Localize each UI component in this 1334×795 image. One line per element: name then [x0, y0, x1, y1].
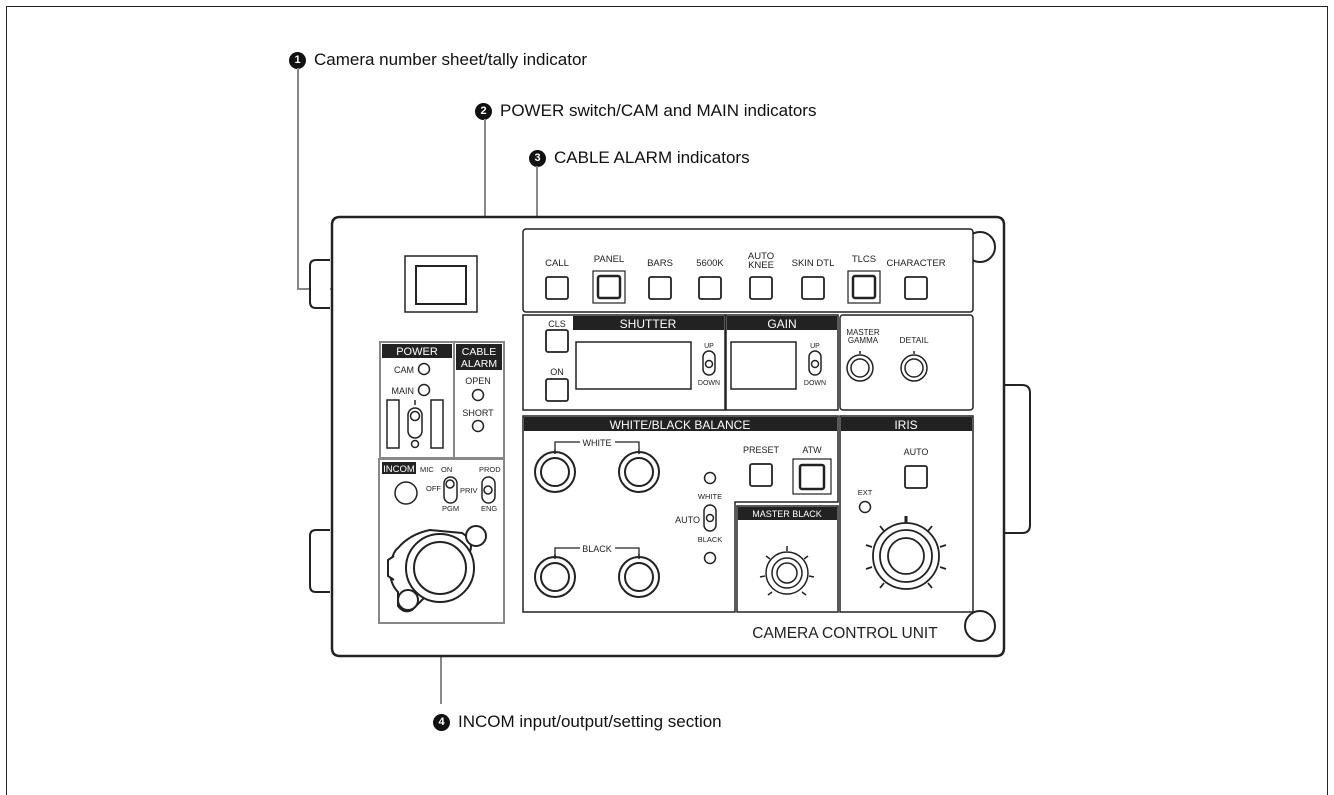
bars-label: BARS: [647, 258, 673, 269]
ccu-label: CAMERA CONTROL UNIT: [752, 625, 938, 642]
gain-display: [730, 341, 797, 390]
iris-knob[interactable]: [865, 516, 947, 590]
side-handles: [309, 259, 1031, 593]
tlcs-label: TLCS: [852, 254, 876, 265]
open-label: OPEN: [465, 376, 491, 386]
shutter-down-label: DOWN: [698, 380, 720, 387]
short-indicator: [471, 419, 485, 433]
auto-knee-label-2: KNEE: [748, 260, 774, 271]
short-label: SHORT: [462, 408, 494, 418]
power-title: POWER: [396, 346, 438, 358]
iris-auto-label: AUTO: [904, 447, 929, 457]
auto-knee-button[interactable]: [749, 276, 773, 300]
call-button[interactable]: [545, 276, 569, 300]
callout-2: 2 POWER switch/CAM and MAIN indicators: [475, 101, 816, 121]
skin-dtl-label: SKIN DTL: [792, 258, 835, 269]
figure-frame: [6, 6, 1328, 795]
open-indicator: [471, 388, 485, 402]
callout-number: 4: [433, 713, 450, 731]
cam-indicator: [417, 362, 431, 376]
callout-label: POWER switch/CAM and MAIN indicators: [500, 101, 817, 120]
cable-alarm-title-1: CABLE: [462, 346, 496, 358]
shutter-up-label: UP: [704, 343, 714, 350]
iris-title: IRIS: [894, 418, 917, 432]
power-standby-icon: [410, 439, 420, 449]
main-label: MAIN: [392, 386, 415, 396]
callout-label: INCOM input/output/setting section: [458, 712, 722, 731]
5600k-label: 5600K: [696, 258, 724, 269]
ext-label: EXT: [858, 488, 873, 497]
on-button-label: ON: [550, 367, 564, 377]
5600k-button[interactable]: [698, 276, 722, 300]
shutter-title: SHUTTER: [620, 317, 677, 331]
wb-white-label: WHITE: [698, 492, 722, 501]
black-label: BLACK: [582, 544, 612, 554]
preset-label: PRESET: [743, 445, 780, 455]
panel-label: PANEL: [594, 254, 624, 265]
callout-number: 1: [289, 51, 306, 69]
cable-alarm-title-2: ALARM: [461, 358, 497, 370]
character-label: CHARACTER: [886, 258, 945, 269]
callout-number: 2: [475, 102, 492, 120]
eng-label: ENG: [481, 504, 497, 513]
master-black-knob[interactable]: [759, 546, 815, 596]
callout-label: CABLE ALARM indicators: [554, 148, 750, 167]
incom-xlr-connector[interactable]: [387, 525, 487, 613]
prod-label: PROD: [479, 465, 501, 474]
bars-button[interactable]: [648, 276, 672, 300]
wb-balance-title: WHITE/BLACK BALANCE: [610, 418, 751, 432]
call-label: CALL: [545, 258, 569, 269]
master-black-title: MASTER BLACK: [752, 509, 822, 519]
power-guard-right: [430, 399, 444, 449]
shutter-on-button[interactable]: [545, 378, 569, 402]
black-indicator: [703, 551, 717, 565]
callout-label: Camera number sheet/tally indicator: [314, 50, 588, 69]
priv-label: PRIV: [460, 486, 478, 495]
incom-title: INCOM: [383, 464, 415, 475]
ext-indicator: [858, 500, 872, 514]
auto-knee-label-1: AUTO: [748, 251, 774, 262]
power-guard-left: [386, 399, 400, 449]
gain-down-label: DOWN: [804, 380, 826, 387]
wb-black-label: BLACK: [698, 535, 723, 544]
white-indicator: [703, 471, 717, 485]
mic-label: MIC: [420, 465, 434, 474]
preset-button[interactable]: [749, 463, 773, 487]
skin-dtl-button[interactable]: [801, 276, 825, 300]
gain-up-label: UP: [810, 343, 820, 350]
atw-label: ATW: [802, 445, 822, 455]
detail-label: DETAIL: [899, 335, 928, 345]
master-gamma-label-1: MASTER: [846, 328, 880, 337]
tally-indicator: [404, 255, 478, 313]
pgm-label: PGM: [442, 504, 459, 513]
incom-volume-knob[interactable]: [394, 481, 418, 505]
callout-number: 3: [529, 149, 546, 167]
off-label: OFF: [426, 484, 441, 493]
cam-label: CAM: [394, 365, 414, 375]
callout-1: 1 Camera number sheet/tally indicator: [289, 50, 587, 70]
master-gamma-label-2: GAMMA: [848, 336, 879, 345]
character-button[interactable]: [904, 276, 928, 300]
white-label: WHITE: [583, 438, 612, 448]
cls-button[interactable]: [545, 329, 569, 353]
cls-label: CLS: [548, 319, 566, 329]
on-label: ON: [441, 465, 452, 474]
main-indicator: [417, 383, 431, 397]
gain-title: GAIN: [767, 317, 796, 331]
callout-3: 3 CABLE ALARM indicators: [529, 148, 750, 168]
shutter-display: [575, 341, 692, 390]
atw-button[interactable]: [798, 463, 826, 491]
iris-auto-button[interactable]: [904, 465, 928, 489]
wb-auto-label: AUTO: [675, 515, 700, 525]
panel-button[interactable]: [596, 274, 622, 300]
callout-4: 4 INCOM input/output/setting section: [433, 712, 722, 732]
tlcs-button[interactable]: [851, 274, 877, 300]
